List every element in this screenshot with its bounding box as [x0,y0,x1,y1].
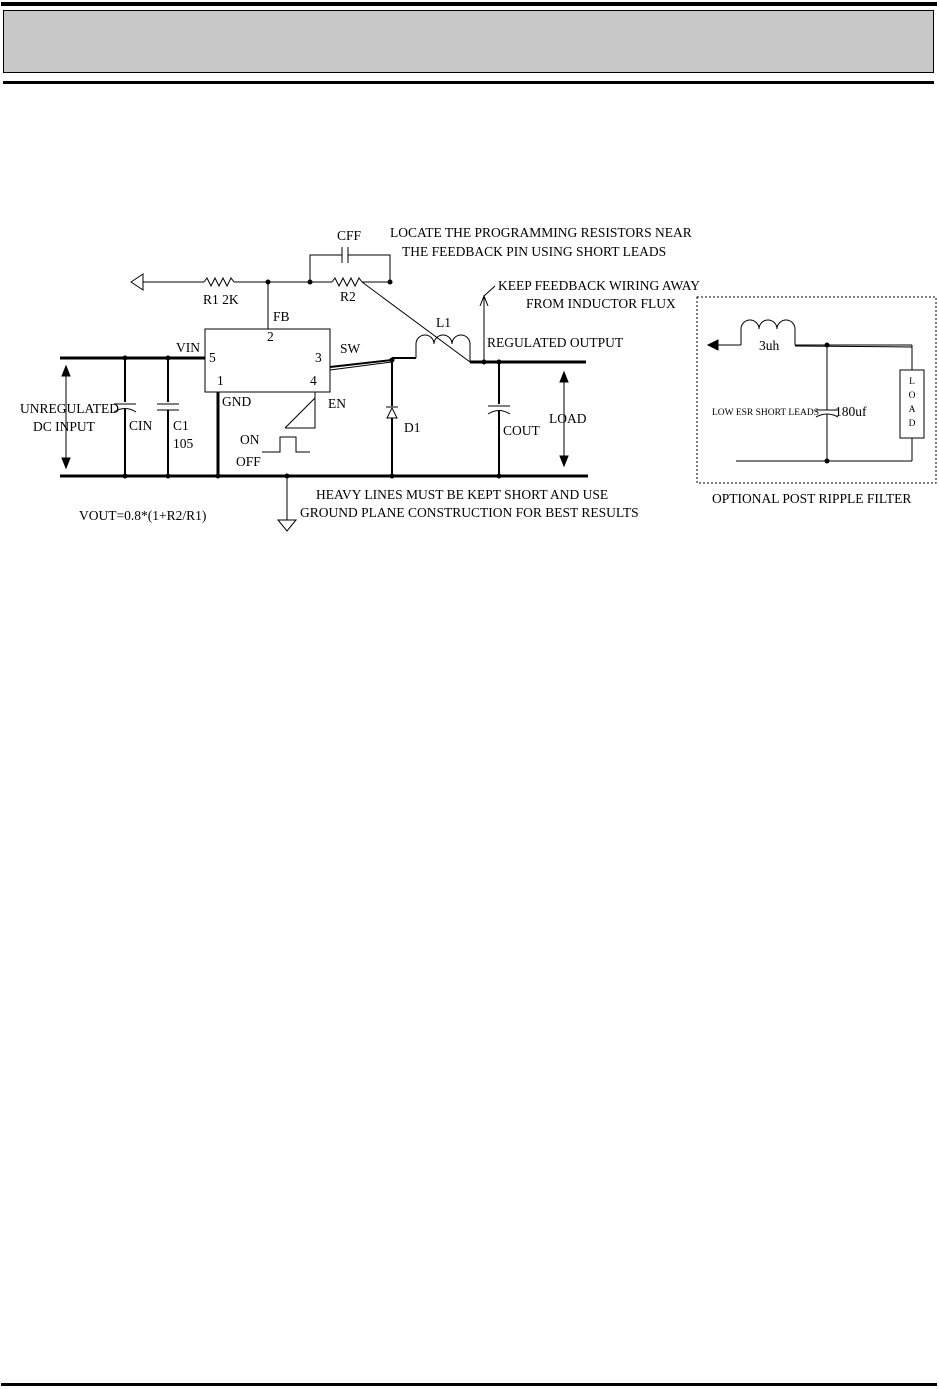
filter-load-letter: A [909,405,916,415]
post-ripple-filter-circuit [706,319,925,462]
note-keep-line2: FROM INDUCTOR FLUX [526,296,676,311]
filter-caption: OPTIONAL POST RIPPLE FILTER [712,491,911,506]
label-vin: VIN [176,340,200,355]
feedback-diagonal-wire [361,281,471,363]
junction-dots [122,279,502,479]
bottom-rule [1,1383,937,1386]
filter-cap-note: LOW ESR SHORT LEADS [712,408,819,418]
label-off: OFF [236,454,261,469]
note-locate-line1: LOCATE THE PROGRAMMING RESISTORS NEAR [390,225,692,240]
header-band [3,10,934,73]
ground-symbol [276,519,298,532]
vout-formula: VOUT=0.8*(1+R2/R1) [79,508,206,523]
on-off-switch [262,436,310,453]
top-rule [1,2,937,6]
label-c1-value: 105 [173,436,194,451]
label-pin4: 4 [310,373,317,388]
label-unregulated: UNREGULATED [20,401,119,416]
label-on: ON [240,432,260,447]
diode-d1 [386,406,398,419]
label-sw: SW [340,341,361,356]
label-pin3: 3 [315,350,322,365]
filter-inductor-label: 3uh [759,338,780,353]
label-pin5: 5 [209,350,216,365]
feedback-output-arrow [130,273,144,291]
note-heavy-line1: HEAVY LINES MUST BE KEPT SHORT AND USE [316,487,608,502]
filter-load-letter: O [909,391,916,401]
note-keep-line1: KEEP FEEDBACK WIRING AWAY [498,278,700,293]
label-r1: R1 2K [203,292,239,307]
label-en: EN [328,396,346,411]
note-heavy-line2: GROUND PLANE CONSTRUCTION FOR BEST RESUL… [300,505,639,520]
label-fb: FB [273,309,290,324]
sw-node-wire [329,359,393,368]
resistor-r2 [331,276,363,288]
label-cin: CIN [129,418,153,433]
note-locate-line2: THE FEEDBACK PIN USING SHORT LEADS [402,244,666,259]
enable-ramp-symbol [284,396,316,429]
label-load: LOAD [549,411,587,426]
label-regulated-output: REGULATED OUTPUT [487,335,624,350]
buck-converter-schematic: CFF R1 2K R2 FB 2 VIN 5 3 SW 1 4 GND EN … [20,225,937,532]
resistor-r1 [203,276,235,288]
label-c1: C1 [173,418,189,433]
label-cout: COUT [503,423,541,438]
label-d1: D1 [404,420,421,435]
label-gnd: GND [222,394,251,409]
label-pin2: 2 [267,329,274,344]
header-underline [3,81,934,84]
label-l1: L1 [436,315,451,330]
inductor-l1 [415,334,471,362]
post-ripple-filter-box [696,296,937,484]
label-cff: CFF [337,228,362,243]
filter-load-letter: L [909,377,915,387]
filter-load-letter: D [909,419,916,429]
regulator-ic [204,328,331,393]
label-r2: R2 [340,289,356,304]
filter-cap-value: 180uf [835,404,867,419]
label-dc-input: DC INPUT [33,419,96,434]
label-pin1: 1 [217,373,224,388]
